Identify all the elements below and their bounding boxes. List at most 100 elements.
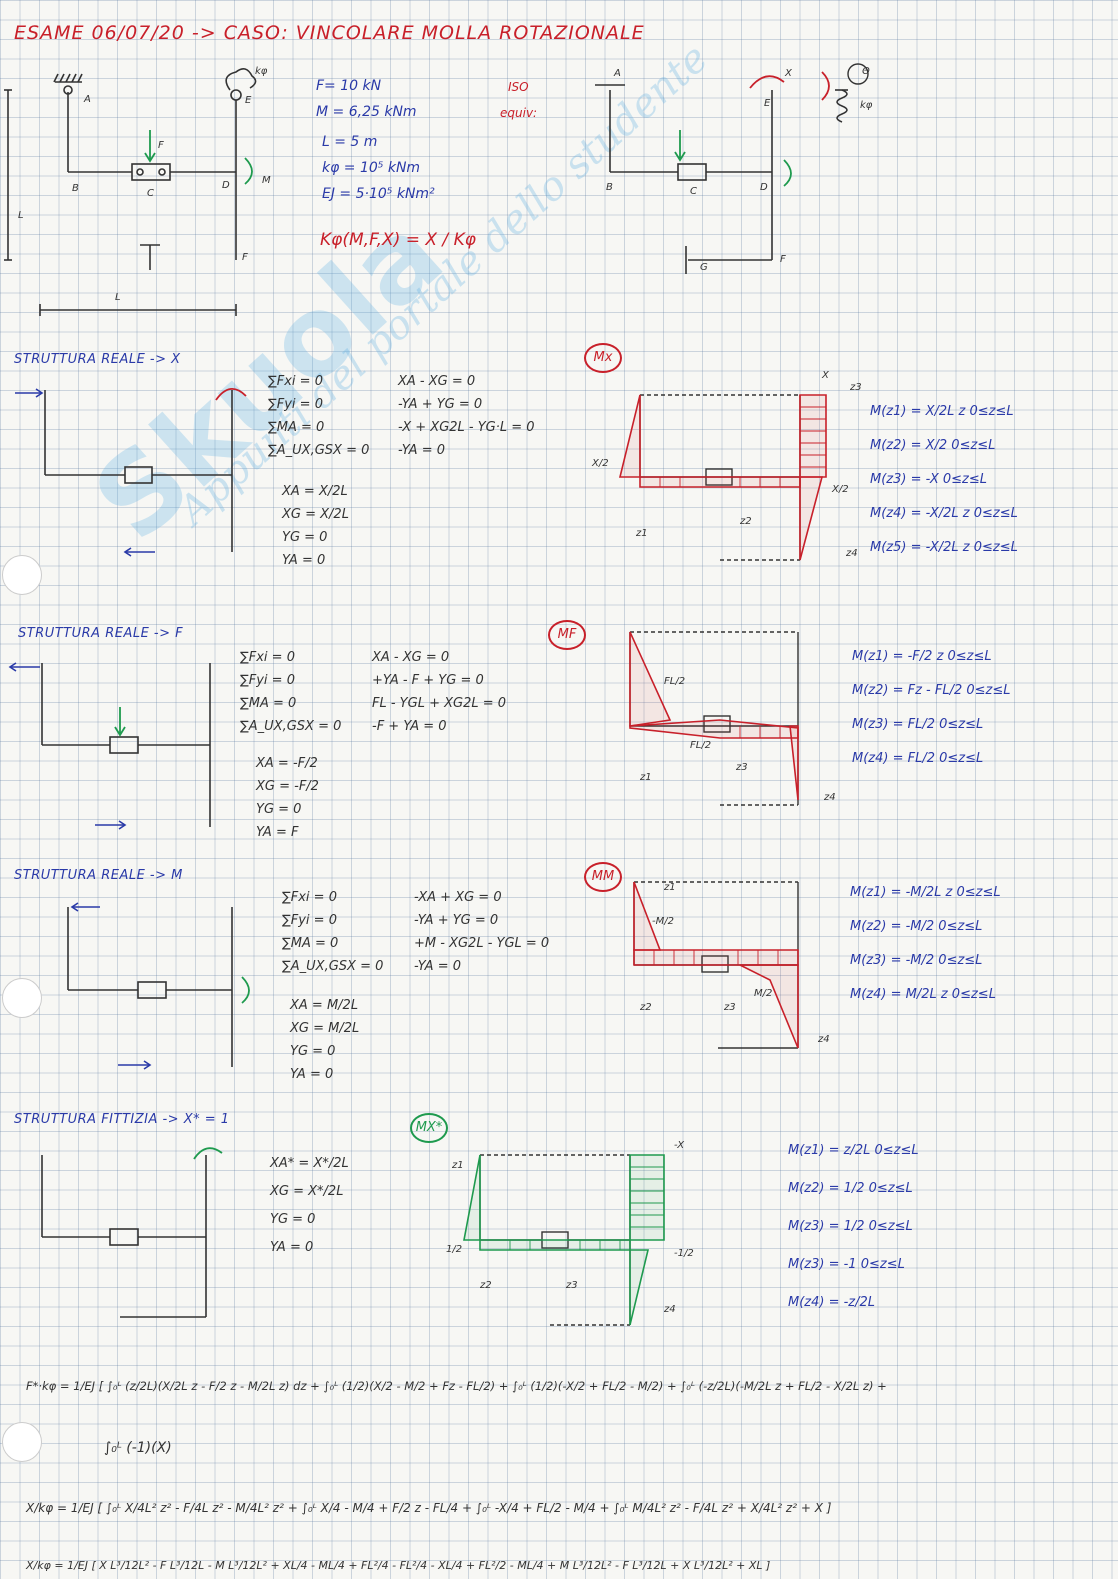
eq-row: ∑MA = 0 (268, 420, 325, 435)
sol-row: XA = M/2L (290, 998, 359, 1013)
section-m-diagram-label: M/2 (754, 988, 773, 999)
eq-row: XA - XG = 0 (372, 650, 450, 665)
moment-row: M(z3) = FL/2 0≤z≤L (852, 717, 984, 732)
eq-row: ∑Fxi = 0 (240, 650, 295, 665)
label-C: C (147, 188, 154, 199)
section-f-diagram-label: z4 (824, 792, 836, 803)
section-fict-moments: M(z1) = z/2L 0≤z≤L M(z2) = 1/2 0≤z≤L M(z… (788, 1132, 919, 1322)
label-L-side: L (18, 210, 24, 221)
section-x-structure (15, 388, 247, 557)
section-f-equilibrium: ∑Fxi = 0 ∑Fyi = 0 ∑MA = 0 ∑A_UX,GSX = 0 (240, 646, 341, 738)
eq-row: -YA + YG = 0 (414, 913, 499, 928)
eq-row: +M - XG2L - YGL = 0 (414, 936, 550, 951)
label-kphi: kφ (255, 66, 268, 77)
section-x-solution: XA = X/2L XG = X/2L YG = 0 YA = 0 (282, 480, 349, 572)
equiv-label-X: X (785, 68, 792, 79)
data-kphi: kφ = 10⁵ kNm (322, 160, 421, 176)
moment-row: M(z2) = 1/2 0≤z≤L (788, 1181, 913, 1196)
eq-row: ∑A_UX,GSX = 0 (240, 719, 342, 734)
equiv-label: equiv: (500, 106, 538, 120)
section-x-diagram-label: z3 (850, 382, 862, 393)
formula-line-4: X/kφ = 1/EJ [ X L³/12L² - F L³/12L - M L… (26, 1559, 771, 1572)
eq-row: ∑MA = 0 (282, 936, 339, 951)
sol-row: YG = 0 (290, 1044, 336, 1059)
punch-hole (2, 1422, 42, 1462)
section-fict-title: STRUTTURA FITTIZIA -> X* = 1 (14, 1112, 230, 1127)
section-x-diagram-label: X/2 (592, 458, 609, 469)
section-m-moments: M(z1) = -M/2L z 0≤z≤L M(z2) = -M/2 0≤z≤L… (850, 876, 1001, 1012)
moment-row: M(z2) = Fz - FL/2 0≤z≤L (852, 683, 1011, 698)
formula-line-1: F*·kφ = 1/EJ [ ∫₀ᴸ (z/2L)(X/2L z - F/2 z… (26, 1379, 887, 1393)
page-title: ESAME 06/07/20 -> CASO: VINCOLARE MOLLA … (14, 22, 645, 44)
eq-row: ∑Fyi = 0 (240, 673, 295, 688)
moment-row: M(z4) = -X/2L z 0≤z≤L (870, 506, 1018, 521)
section-fict-diagram-label: 1/2 (446, 1244, 463, 1255)
sol-row: XA = X/2L (282, 484, 348, 499)
punch-hole (2, 978, 42, 1018)
moment-row: M(z2) = -M/2 0≤z≤L (850, 919, 983, 934)
section-fict-diagram-label: z3 (566, 1280, 578, 1291)
main-structure-diagram (4, 68, 257, 316)
sol-row: YA = 0 (282, 553, 326, 568)
eq-row: ∑Fxi = 0 (282, 890, 337, 905)
section-fict-diagram-label: z4 (664, 1304, 676, 1315)
label-E: E (245, 95, 252, 106)
moment-row: M(z3) = -M/2 0≤z≤L (850, 953, 983, 968)
moment-row: M(z3) = -1 0≤z≤L (788, 1257, 905, 1272)
moment-row: M(z4) = -z/2L (788, 1295, 876, 1310)
section-x-equations: XA - XG = 0 -YA + YG = 0 -X + XG2L - YG·… (398, 370, 535, 462)
section-fict-diagram-label: z1 (452, 1160, 464, 1171)
section-f-diagram-label: FL/2 (690, 740, 712, 751)
eq-row: ∑Fyi = 0 (282, 913, 337, 928)
section-f-diagram-label: z3 (736, 762, 748, 773)
section-x-diagram-label: z4 (846, 548, 858, 559)
equivalent-structure-diagram (595, 63, 869, 274)
sol-row: XA = -F/2 (256, 756, 318, 771)
eq-row: ∑A_UX,GSX = 0 (268, 443, 370, 458)
eq-row: ∑Fxi = 0 (268, 374, 323, 389)
formula-line-3: X/kφ = 1/EJ [ ∫₀ᴸ X/4L² z² - F/4L z² - M… (26, 1501, 832, 1515)
eq-row: -YA = 0 (398, 443, 445, 458)
punch-hole (2, 555, 42, 595)
section-fict-diagram-label: -1/2 (674, 1248, 694, 1259)
section-fict-structure (41, 1147, 223, 1318)
section-f-diagram-label: z1 (640, 772, 652, 783)
eq-row: ∑A_UX,GSX = 0 (282, 959, 384, 974)
moment-row: M(z4) = FL/2 0≤z≤L (852, 751, 984, 766)
label-A: A (84, 94, 91, 105)
sol-row: YG = 0 (256, 802, 302, 817)
eq-row: -YA + YG = 0 (398, 397, 483, 412)
label-D: D (222, 180, 230, 191)
sol-row: YG = 0 (270, 1212, 316, 1227)
moment-row: M(z1) = z/2L 0≤z≤L (788, 1143, 919, 1158)
section-fict-moment-diagram (463, 1154, 665, 1326)
section-m-diagram-label: -M/2 (652, 916, 674, 927)
sol-row: XG = X/2L (282, 507, 349, 522)
sol-row: XG = M/2L (290, 1021, 360, 1036)
section-m-diagram-label: z4 (818, 1034, 830, 1045)
sol-row: YG = 0 (282, 530, 328, 545)
section-f-moment-diagram (629, 631, 799, 806)
eq-row: +YA - F + YG = 0 (372, 673, 484, 688)
label-F-load: F (158, 140, 164, 151)
data-M: M = 6,25 kNm (316, 104, 417, 120)
label-F: F (242, 252, 248, 263)
sol-row: YA = F (256, 825, 299, 840)
formula-line-2: ∫₀ᴸ (-1)(X) (104, 1440, 172, 1456)
sol-row: XG = X*/2L (270, 1184, 344, 1199)
section-m-structure (67, 902, 250, 1070)
equiv-label-theta: Θ (862, 66, 870, 77)
eq-row: ∑Fyi = 0 (268, 397, 323, 412)
eq-row: -XA + XG = 0 (414, 890, 502, 905)
moment-row: M(z1) = -M/2L z 0≤z≤L (850, 885, 1001, 900)
section-m-tag: MM (584, 862, 622, 892)
section-x-diagram-label: z2 (740, 516, 752, 527)
sol-row: XA* = X*/2L (270, 1156, 349, 1171)
section-f-title: STRUTTURA REALE -> F (18, 626, 184, 641)
data-EJ: EJ = 5·10⁵ kNm² (322, 186, 435, 202)
equiv-label-C: C (690, 186, 697, 197)
moment-row: M(z4) = M/2L z 0≤z≤L (850, 987, 996, 1002)
section-f-diagram-label: FL/2 (664, 676, 686, 687)
sol-row: XG = -F/2 (256, 779, 319, 794)
section-f-equations: XA - XG = 0 +YA - F + YG = 0 FL - YGL + … (372, 646, 506, 738)
